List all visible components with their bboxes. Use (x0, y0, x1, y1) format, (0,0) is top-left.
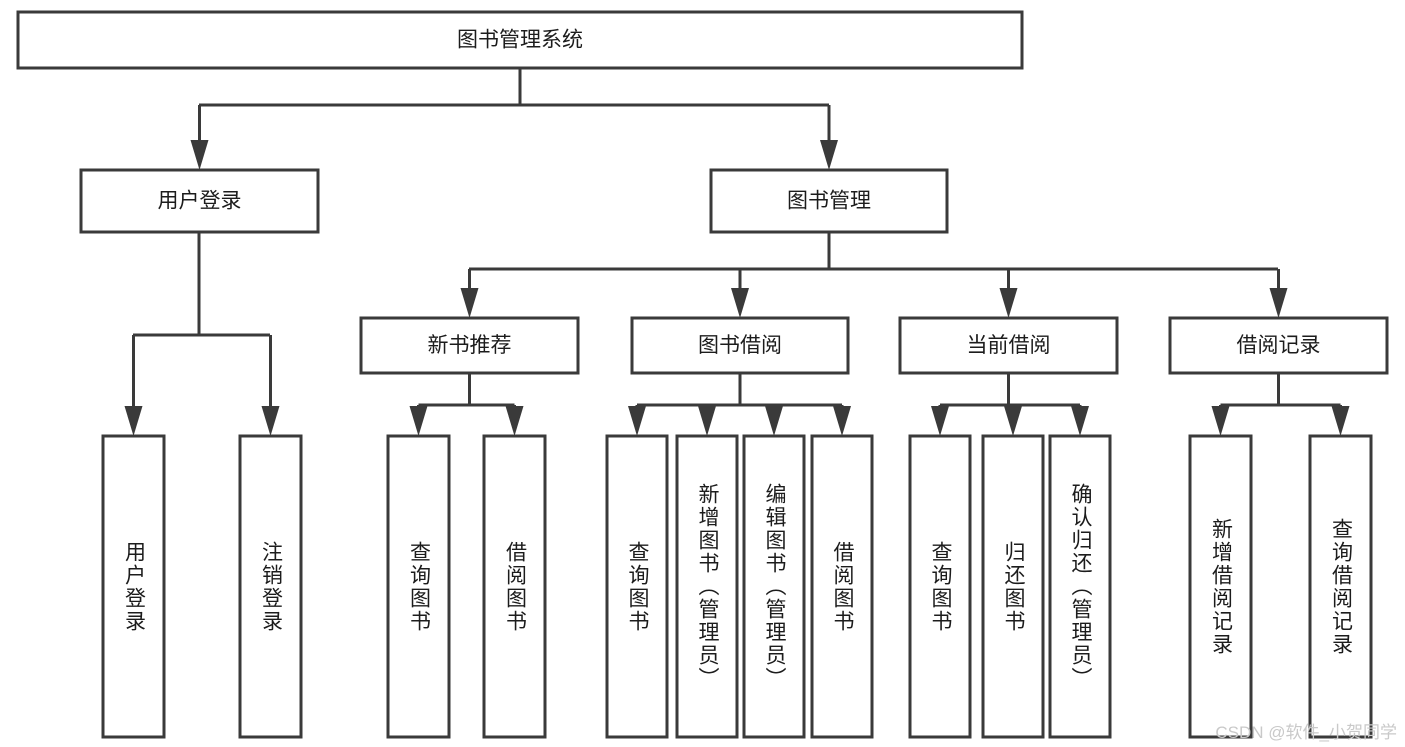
node-user-login-label: 用户登录 (158, 190, 242, 213)
node-leaf-query-book-1-box[interactable] (386, 434, 451, 739)
node-leaf-borrow-book-1-box[interactable] (482, 434, 547, 739)
arrow-head-icon (460, 288, 479, 318)
arrow-head-icon (628, 406, 646, 436)
node-new-book-recommend-label: 新书推荐 (428, 334, 512, 357)
arrow-head-icon (1269, 288, 1288, 318)
node-root-label: 图书管理系统 (457, 29, 583, 52)
arrow-head-icon (1331, 406, 1350, 436)
node-current-borrow-label: 当前借阅 (967, 334, 1051, 357)
node-book-borrow-box[interactable] (630, 316, 850, 375)
node-leaf-logout-box[interactable] (238, 434, 303, 739)
node-leaf-query-record-box[interactable] (1308, 434, 1373, 739)
arrow-head-icon (124, 406, 143, 436)
arrow-head-icon (1004, 406, 1022, 436)
arrow-head-icon (1211, 406, 1230, 436)
arrow-head-icon (409, 406, 428, 436)
node-current-borrow-box[interactable] (898, 316, 1119, 375)
csdn-watermark: CSDN @软件_小贺同学 (1215, 723, 1397, 742)
arrow-head-icon (765, 406, 783, 436)
arrow-head-icon (261, 406, 280, 436)
arrow-head-icon (731, 288, 749, 318)
arrow-head-icon (820, 140, 838, 170)
arrow-head-icon (833, 406, 851, 436)
node-leaf-user-login-box[interactable] (101, 434, 166, 739)
node-leaf-query-book-3-box[interactable] (908, 434, 972, 739)
arrow-head-icon (190, 140, 209, 170)
node-user-login-box[interactable] (79, 168, 320, 234)
node-leaf-add-book-box[interactable] (675, 434, 739, 739)
node-leaf-add-record-box[interactable] (1188, 434, 1253, 739)
node-book-management-box[interactable] (709, 168, 949, 234)
arrow-head-icon (698, 406, 716, 436)
node-book-management-label: 图书管理 (787, 190, 871, 213)
node-leaf-confirm-return-box[interactable] (1048, 434, 1112, 739)
arrow-head-icon (931, 406, 949, 436)
node-borrow-record-label: 借阅记录 (1237, 334, 1321, 357)
node-leaf-edit-book-box[interactable] (742, 434, 806, 739)
node-leaf-return-book-box[interactable] (981, 434, 1045, 739)
arrow-head-icon (505, 406, 524, 436)
node-leaf-borrow-book-2-box[interactable] (810, 434, 874, 739)
node-leaf-query-book-2-box[interactable] (605, 434, 669, 739)
connector-layer (124, 68, 1350, 436)
node-root-box[interactable] (16, 10, 1024, 70)
arrow-head-icon (1071, 406, 1089, 436)
node-box-layer (16, 10, 1389, 739)
node-book-borrow-label: 图书借阅 (698, 334, 782, 357)
node-borrow-record-box[interactable] (1168, 316, 1389, 375)
arrow-head-icon (999, 288, 1018, 318)
node-new-book-recommend-box[interactable] (359, 316, 580, 375)
